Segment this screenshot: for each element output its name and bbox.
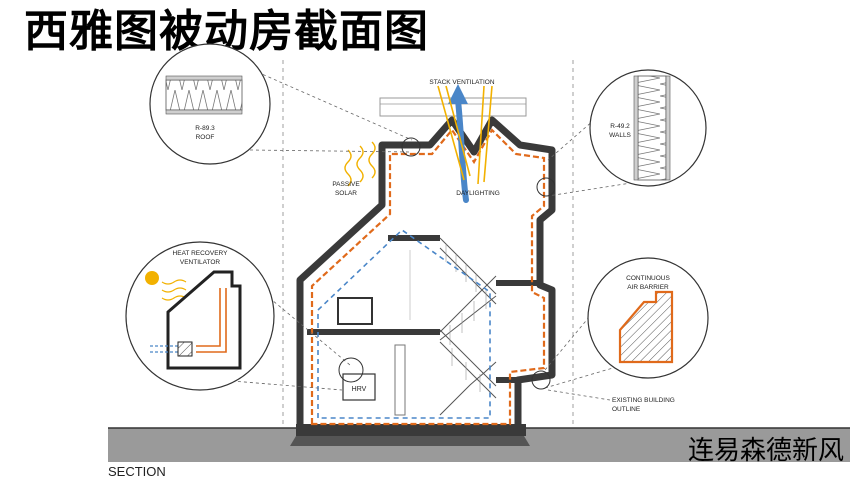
roof-value-label: R-89.3 (195, 125, 215, 132)
daylighting-rays (437, 85, 493, 185)
passive-solar-label-1: PASSIVE (332, 181, 360, 188)
watermark: 连易森德新风 (687, 436, 844, 466)
passive-solar-label-2: SOLAR (335, 190, 357, 197)
air-barrier-label-1: CONTINUOUS (626, 275, 670, 282)
hrv-title-label-1: HEAT RECOVERY (173, 250, 229, 257)
hrv-callout: HEAT RECOVERY VENTILATOR (125, 241, 275, 391)
daylighting-label: DAYLIGHTING (456, 190, 500, 197)
roof-callout: R-89.3 ROOF (149, 43, 271, 165)
existing-outline-label-1: EXISTING BUILDING (612, 397, 675, 404)
walls-name-label: WALLS (609, 132, 631, 139)
sun-icon (145, 271, 159, 285)
air-barrier-callout: CONTINUOUS AIR BARRIER (587, 257, 709, 379)
hrv-title-label-2: VENTILATOR (180, 259, 221, 266)
hrv-box-label: HRV (352, 386, 367, 393)
passive-solar-rays (344, 141, 376, 187)
air-barrier-label-2: AIR BARRIER (627, 284, 669, 291)
grid-lines (282, 60, 574, 428)
walls-value-label: R-49.2 (610, 123, 630, 130)
section-label: SECTION (108, 464, 166, 479)
air-barrier-line (310, 128, 546, 426)
roof-name-label: ROOF (196, 134, 215, 141)
existing-building-outline (317, 228, 491, 419)
stack-ventilation-label: STACK VENTILATION (429, 79, 494, 86)
detail-markers (338, 137, 556, 390)
walls-callout: R-49.2 WALLS (589, 69, 707, 187)
stack-ventilation-arrow (448, 84, 469, 203)
existing-outline-label-2: OUTLINE (612, 406, 641, 413)
